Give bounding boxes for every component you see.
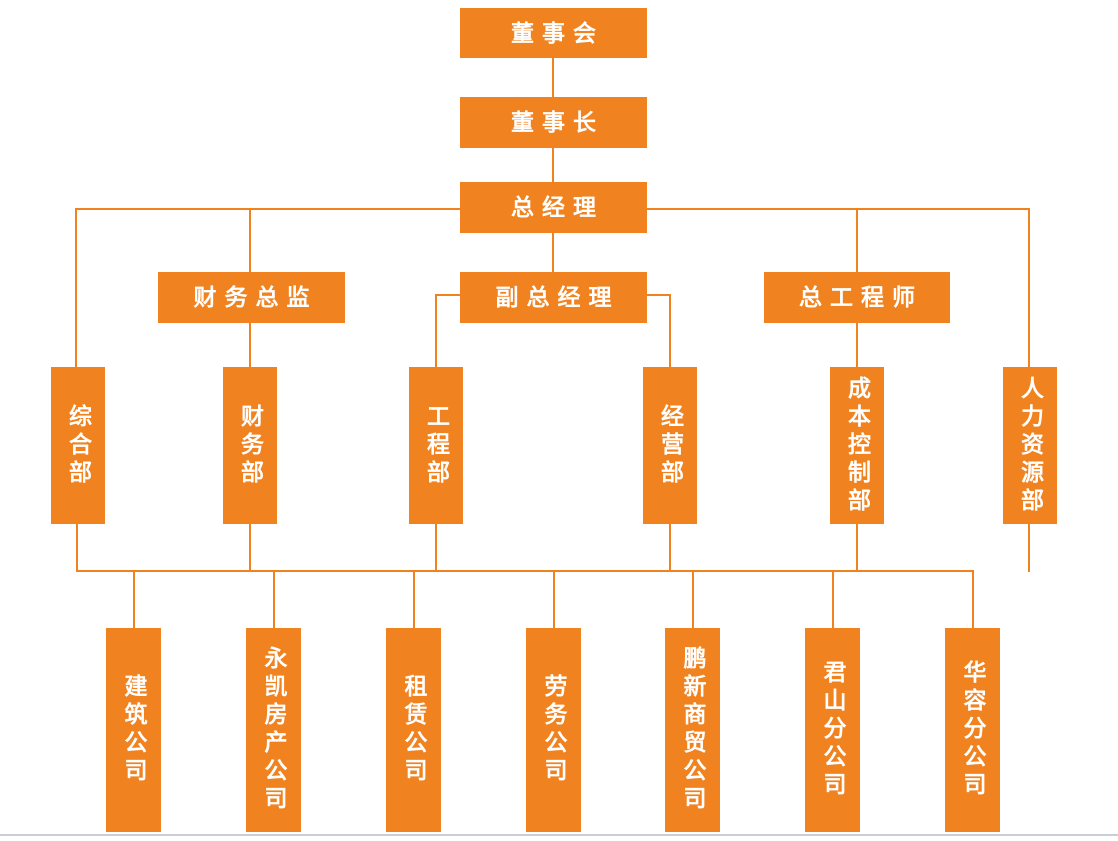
org-node-chief-engineer: 总工程师 <box>764 272 950 323</box>
connector-line <box>76 524 78 572</box>
org-node-leasing-company: 租赁公司 <box>386 628 441 832</box>
connector-line <box>75 208 77 368</box>
org-node-label: 财务总监 <box>193 284 318 310</box>
org-node-label: 副总经理 <box>495 284 620 310</box>
connector-line <box>435 294 437 368</box>
org-node-label: 华容分公司 <box>960 660 986 800</box>
org-node-label: 鹏新商贸公司 <box>680 646 706 814</box>
org-node-label: 总经理 <box>511 194 604 220</box>
connector-line <box>856 524 858 572</box>
connector-line <box>413 570 415 628</box>
connector-line <box>435 524 437 572</box>
connector-line <box>856 208 858 273</box>
connector-line <box>435 294 461 296</box>
connector-line <box>1028 208 1030 368</box>
connector-line <box>692 570 694 628</box>
connector-line <box>553 570 555 628</box>
connector-line <box>646 294 671 296</box>
org-node-finance-director: 财务总监 <box>158 272 345 323</box>
org-node-operations-dept: 经营部 <box>643 367 697 524</box>
connector-line <box>273 570 275 628</box>
org-node-pengxin-trading-company: 鹏新商贸公司 <box>665 628 720 832</box>
org-node-label: 建筑公司 <box>121 674 147 786</box>
connector-line <box>1028 524 1030 572</box>
org-node-label: 君山分公司 <box>820 660 846 800</box>
org-node-label: 工程部 <box>423 403 450 488</box>
org-node-label: 董事长 <box>511 109 604 135</box>
connector-line <box>133 570 135 628</box>
connector-line <box>832 570 834 628</box>
connector-line <box>669 294 671 368</box>
org-node-label: 财务部 <box>237 403 264 488</box>
org-node-label: 经营部 <box>657 403 684 488</box>
connector-line <box>552 233 554 273</box>
connector-bus-line <box>76 570 974 572</box>
org-node-labor-services-company: 劳务公司 <box>526 628 581 832</box>
org-node-engineering-dept: 工程部 <box>409 367 463 524</box>
connector-line <box>972 570 974 628</box>
org-node-finance-dept: 财务部 <box>223 367 277 524</box>
connector-line <box>249 524 251 572</box>
org-node-chairman: 董事长 <box>460 97 647 148</box>
org-node-label: 董事会 <box>511 19 604 46</box>
org-node-junshan-branch-company: 君山分公司 <box>805 628 860 832</box>
connector-line <box>249 323 251 368</box>
org-node-label: 成本控制部 <box>844 375 871 516</box>
connector-line <box>76 208 461 210</box>
connector-line <box>856 323 858 368</box>
org-node-construction-company: 建筑公司 <box>106 628 161 832</box>
org-node-label: 永凯房产公司 <box>261 646 287 814</box>
org-node-board: 董事会 <box>460 8 647 58</box>
connector-line <box>552 148 554 183</box>
connector-line <box>249 208 251 273</box>
org-node-general-manager: 总经理 <box>460 182 647 233</box>
connector-line <box>669 524 671 572</box>
connector-line <box>646 208 1030 210</box>
org-node-label: 劳务公司 <box>541 674 567 786</box>
org-node-general-affairs-dept: 综合部 <box>51 367 105 524</box>
org-node-yongkai-realestate-company: 永凯房产公司 <box>246 628 301 832</box>
org-node-cost-control-dept: 成本控制部 <box>830 367 884 524</box>
org-node-huarong-branch-company: 华容分公司 <box>945 628 1000 832</box>
org-node-human-resources-dept: 人力资源部 <box>1003 367 1057 524</box>
org-node-label: 人力资源部 <box>1017 375 1044 516</box>
org-node-deputy-general-manager: 副总经理 <box>460 272 647 323</box>
org-node-label: 综合部 <box>65 403 92 488</box>
org-node-label: 租赁公司 <box>401 674 427 786</box>
window-bottom-edge <box>0 834 1118 836</box>
org-node-label: 总工程师 <box>799 284 923 310</box>
connector-line <box>552 58 554 98</box>
